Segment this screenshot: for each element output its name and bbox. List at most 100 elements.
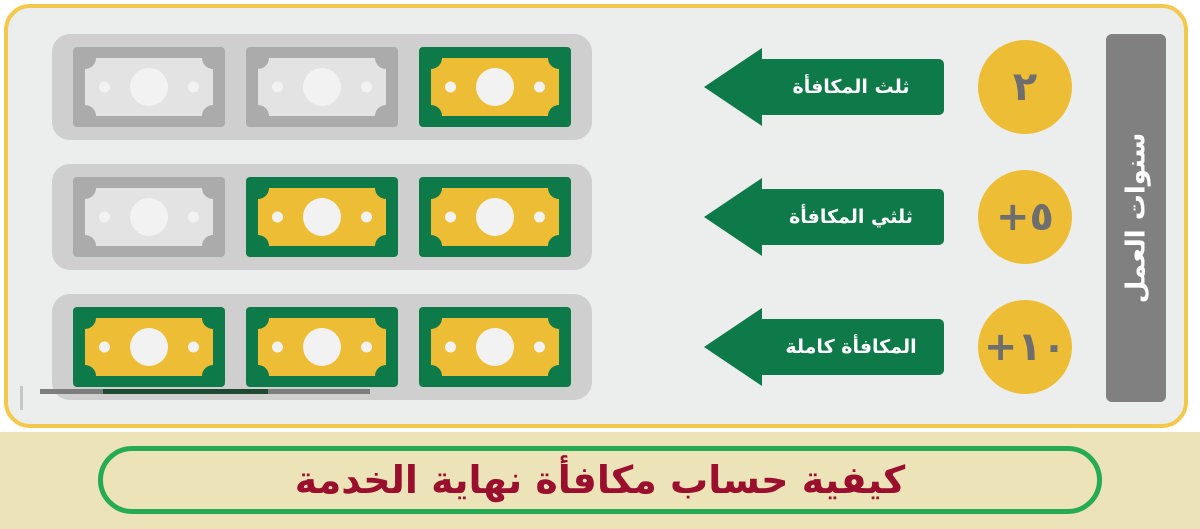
arrow-shaft: المكافأة كاملة — [758, 319, 944, 375]
banknote-corner-notch — [431, 188, 443, 199]
money-tray — [52, 34, 592, 140]
money-tray — [52, 294, 592, 400]
banknote-corner-notch — [374, 58, 386, 69]
banknote-side-dot — [98, 211, 110, 223]
years-badge-label: +٥ — [996, 194, 1054, 240]
banknote-corner-notch — [431, 235, 443, 246]
banknote-side-dot — [271, 211, 283, 223]
banknote-side-dot — [187, 341, 199, 353]
tier-row: ثلث المكافأة ٢ — [8, 28, 1184, 146]
bills-group — [52, 294, 592, 400]
banknote-center-circle — [129, 328, 168, 366]
banknote-center-circle — [129, 198, 168, 236]
bills-group — [52, 164, 592, 270]
banknote-corner-notch — [201, 318, 213, 329]
page-title: كيفية حساب مكافأة نهاية الخدمة — [294, 458, 906, 502]
arrow-label: المكافأة كاملة — [785, 336, 917, 358]
banknote-face — [257, 58, 386, 116]
banknote-face — [431, 58, 560, 116]
banknote-icon-inactive — [72, 47, 225, 127]
banknote-corner-notch — [374, 318, 386, 329]
banknote-side-dot — [98, 81, 110, 93]
banknote-side-dot — [534, 81, 546, 93]
banknote-side-dot — [534, 211, 546, 223]
banknote-corner-notch — [431, 58, 443, 69]
banknote-center-circle — [302, 328, 341, 366]
banknote-corner-notch — [84, 58, 96, 69]
banknote-corner-notch — [257, 318, 269, 329]
banknote-corner-notch — [84, 235, 96, 246]
banknote-side-dot — [445, 211, 457, 223]
banknote-side-dot — [187, 211, 199, 223]
arrow-label: ثلثي المكافأة — [789, 206, 913, 228]
years-badge: +٥ — [978, 170, 1072, 264]
banknote-corner-notch — [201, 188, 213, 199]
banknote-corner-notch — [84, 188, 96, 199]
banknote-corner-notch — [374, 188, 386, 199]
banknote-side-dot — [534, 341, 546, 353]
render-artifact-line-green — [103, 389, 268, 394]
banknote-icon-active — [419, 177, 572, 257]
banknote-corner-notch — [374, 235, 386, 246]
banknote-side-dot — [98, 341, 110, 353]
banknote-side-dot — [445, 81, 457, 93]
banknote-side-dot — [271, 81, 283, 93]
arrow-label: ثلث المكافأة — [792, 76, 910, 98]
diagram-panel-inner: ثلث المكافأة ٢ ثلثي المكافأة +٥ المكافأة كام… — [8, 8, 1184, 424]
banknote-corner-notch — [548, 235, 560, 246]
tier-row: ثلثي المكافأة +٥ — [8, 158, 1184, 276]
banknote-face — [257, 188, 386, 246]
banknote-face — [431, 188, 560, 246]
arrow-head — [704, 48, 762, 126]
banknote-center-circle — [476, 198, 515, 236]
banknote-icon-active — [72, 307, 225, 387]
banknote-corner-notch — [84, 365, 96, 376]
banknote-side-dot — [445, 341, 457, 353]
bills-group — [52, 34, 592, 140]
banknote-face — [257, 318, 386, 376]
banknote-corner-notch — [257, 365, 269, 376]
years-of-work-axis: سنوات العمل — [1106, 34, 1166, 402]
left-arrow-icon: المكافأة كاملة — [704, 308, 944, 386]
banknote-corner-notch — [257, 105, 269, 116]
banknote-center-circle — [476, 328, 515, 366]
years-badge-label: +١٠ — [983, 324, 1067, 370]
years-badge: ٢ — [978, 40, 1072, 134]
banknote-corner-notch — [374, 105, 386, 116]
banknote-corner-notch — [548, 58, 560, 69]
banknote-face — [431, 318, 560, 376]
banknote-corner-notch — [374, 365, 386, 376]
banknote-side-dot — [187, 81, 199, 93]
years-of-work-label: سنوات العمل — [1121, 132, 1151, 304]
banknote-corner-notch — [431, 105, 443, 116]
banknote-corner-notch — [431, 365, 443, 376]
banknote-face — [84, 318, 213, 376]
banknote-corner-notch — [201, 105, 213, 116]
banknote-corner-notch — [257, 188, 269, 199]
banknote-side-dot — [360, 211, 372, 223]
banknote-corner-notch — [257, 235, 269, 246]
title-band: كيفية حساب مكافأة نهاية الخدمة — [0, 432, 1200, 529]
banknote-center-circle — [129, 68, 168, 106]
banknote-icon-active — [419, 307, 572, 387]
arrow-head — [704, 308, 762, 386]
money-tray — [52, 164, 592, 270]
banknote-face — [84, 58, 213, 116]
banknote-icon-active — [419, 47, 572, 127]
banknote-icon-inactive — [245, 47, 398, 127]
banknote-center-circle — [476, 68, 515, 106]
tier-row: المكافأة كاملة +١٠ — [8, 288, 1184, 406]
banknote-corner-notch — [548, 105, 560, 116]
arrow-shaft: ثلث المكافأة — [758, 59, 944, 115]
banknote-corner-notch — [201, 365, 213, 376]
banknote-side-dot — [360, 81, 372, 93]
banknote-corner-notch — [548, 365, 560, 376]
left-arrow-icon: ثلث المكافأة — [704, 48, 944, 126]
banknote-icon-active — [245, 177, 398, 257]
render-artifact-tick — [20, 386, 23, 410]
diagram-panel: ثلث المكافأة ٢ ثلثي المكافأة +٥ المكافأة كام… — [4, 4, 1188, 428]
banknote-corner-notch — [431, 318, 443, 329]
banknote-corner-notch — [548, 188, 560, 199]
title-box: كيفية حساب مكافأة نهاية الخدمة — [98, 446, 1102, 514]
